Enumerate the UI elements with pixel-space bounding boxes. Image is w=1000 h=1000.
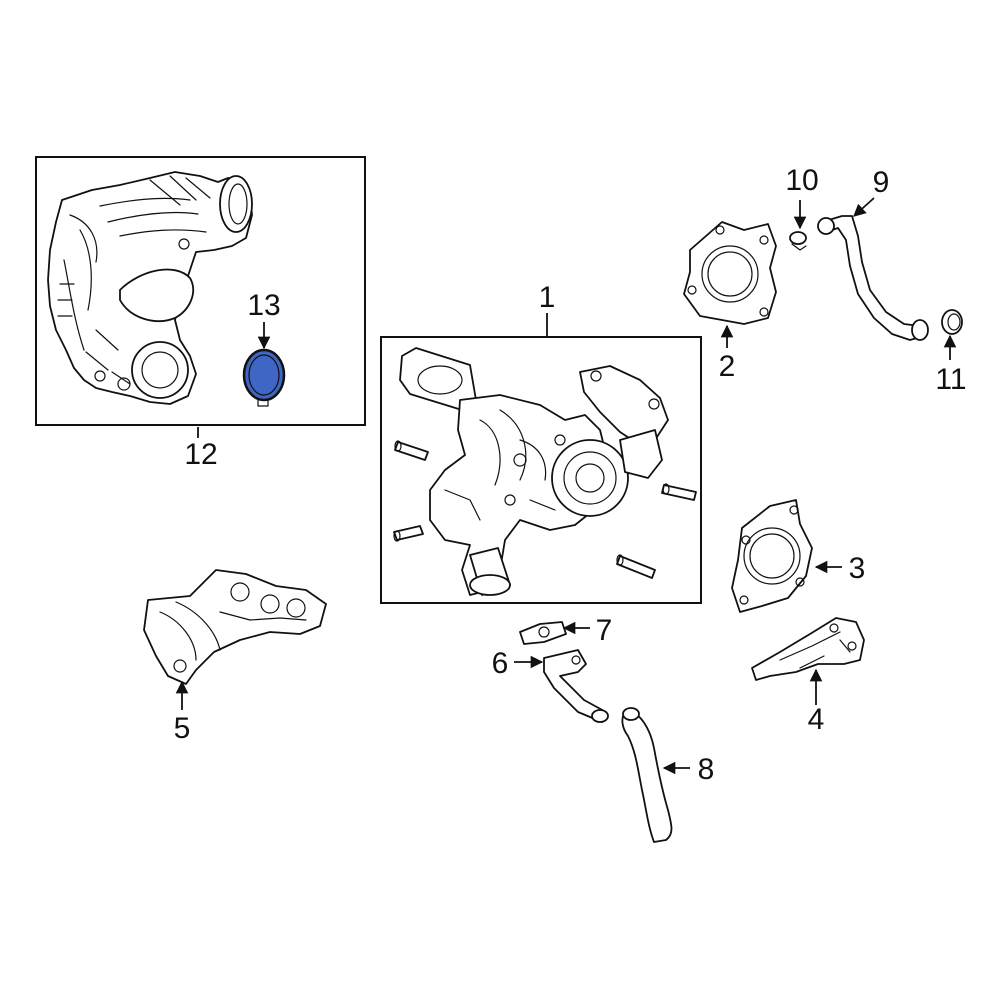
stud-d[interactable] (616, 554, 656, 579)
clip-10[interactable] (789, 231, 807, 251)
gasket-3[interactable] (731, 499, 813, 613)
callout-11: 11 (935, 363, 966, 396)
oil-tube-6[interactable] (543, 649, 609, 723)
callout-6: 6 (492, 647, 509, 680)
stud-b[interactable] (661, 483, 697, 501)
gasket-7[interactable] (519, 621, 567, 645)
stud-c[interactable] (393, 525, 424, 542)
callout-10: 10 (785, 164, 818, 197)
inset-frame-12 (35, 156, 366, 426)
leader-9 (853, 197, 875, 217)
heat-shield-5[interactable] (143, 569, 327, 685)
callout-8: 8 (698, 753, 715, 786)
cap-11[interactable] (941, 309, 963, 335)
inset-frame-1 (380, 336, 702, 604)
callout-2: 2 (719, 350, 736, 383)
callout-5: 5 (174, 712, 191, 745)
gasket-13-highlighted[interactable] (242, 348, 286, 407)
gasket-2[interactable] (683, 221, 777, 325)
hose-8[interactable] (621, 707, 673, 843)
callout-9: 9 (873, 166, 890, 199)
turbocharger-assembly[interactable] (393, 347, 697, 596)
callout-4: 4 (808, 703, 825, 736)
callout-3: 3 (849, 552, 866, 585)
callout-1: 1 (539, 281, 556, 314)
turbo-housing-assembly[interactable] (47, 171, 253, 405)
stud-a[interactable] (394, 440, 429, 461)
callout-13: 13 (247, 289, 280, 322)
bracket-4[interactable] (751, 617, 865, 681)
callout-12: 12 (184, 438, 217, 471)
callout-7: 7 (596, 614, 613, 647)
line-9[interactable] (817, 215, 929, 341)
